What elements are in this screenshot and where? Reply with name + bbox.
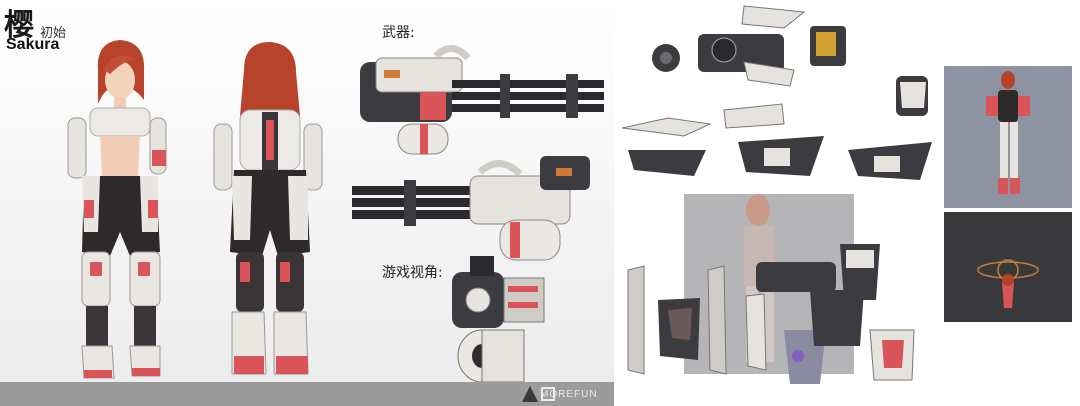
logo-text: MOREFUN [540, 388, 598, 400]
part-barrel-end [652, 44, 680, 72]
breakdown-panel [614, 0, 1080, 406]
character-front-figure [67, 40, 167, 379]
breakdown-artwork [621, 5, 1072, 384]
footer-bar [0, 382, 614, 406]
part-row-2 [621, 76, 932, 180]
character-back-figure [213, 42, 323, 375]
weapon-perspective-view [352, 156, 590, 261]
morefun-logo: MOREFUN [520, 384, 598, 404]
weapon-game-view [452, 256, 545, 383]
character-sheet-artwork [67, 40, 604, 383]
weapon-side-view [360, 45, 604, 155]
rig-preview [944, 212, 1072, 322]
character-title: 樱 [4, 8, 34, 43]
game-view-label: 游戏视角: [382, 265, 443, 281]
character-name: Sakura [6, 36, 60, 53]
weapon-label: 武器: [382, 25, 415, 41]
render-preview-top [944, 66, 1072, 208]
character-subtitle: 初始 [40, 26, 67, 41]
character-sheet-panel: 樱 初始 Sakura 武器: 游戏视角: [0, 0, 614, 406]
parts-bottom-row [627, 265, 915, 384]
part-exploded-top [698, 5, 846, 87]
morefun-logo-icon [522, 386, 555, 402]
